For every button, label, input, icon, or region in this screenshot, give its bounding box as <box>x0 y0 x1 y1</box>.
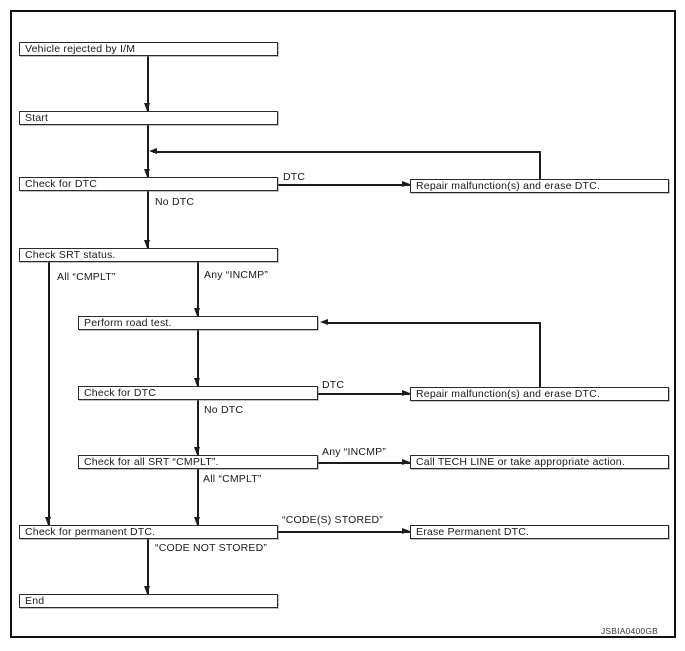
node-start: Start <box>19 111 278 125</box>
edge-repair-2-loop-horizontal <box>326 322 540 324</box>
node-label: Start <box>25 112 49 124</box>
node-label: Check for DTC <box>84 387 157 399</box>
edge-check-dtc-2-to-check-all-srt <box>197 400 199 455</box>
edge-check-srt-to-road-test <box>197 262 199 316</box>
edge-check-dtc-1-to-repair-1 <box>278 184 410 186</box>
node-vehicle-rejected: Vehicle rejected by I/M <box>19 42 278 56</box>
edge-check-dtc-1-to-check-srt <box>147 191 149 248</box>
edge-label-no-dtc-1: No DTC <box>155 196 195 208</box>
node-label: Repair malfunction(s) and erase DTC. <box>416 180 601 192</box>
node-label: Perform road test. <box>84 317 172 329</box>
node-check-all-srt: Check for all SRT “CMPLT”. <box>78 455 318 469</box>
arrowhead <box>402 459 410 465</box>
arrowhead <box>144 586 150 594</box>
arrowhead <box>144 240 150 248</box>
arrowhead <box>194 517 200 525</box>
node-label: Check for DTC <box>25 178 98 190</box>
edge-check-all-srt-to-check-permanent <box>197 469 199 525</box>
node-label: Vehicle rejected by I/M <box>25 43 136 55</box>
figure-code: JSBIA0400GB <box>600 626 658 636</box>
edge-label-code-not-stored: “CODE NOT STORED” <box>155 542 268 554</box>
arrowhead <box>194 308 200 316</box>
edge-label-any-incmp-mid: Any “INCMP” <box>204 269 269 281</box>
node-end: End <box>19 594 278 608</box>
node-check-srt: Check SRT status. <box>19 248 278 262</box>
node-call-tech-line: Call TECH LINE or take appropriate actio… <box>410 455 669 469</box>
node-label: End <box>25 595 45 607</box>
node-check-dtc-1: Check for DTC <box>19 177 278 191</box>
node-repair-1: Repair malfunction(s) and erase DTC. <box>410 179 669 193</box>
edge-start-to-check-dtc-1 <box>147 125 149 177</box>
arrowhead <box>144 169 150 177</box>
edge-label-all-cmplt-left: All “CMPLT” <box>57 271 116 283</box>
node-check-dtc-2: Check for DTC <box>78 386 318 400</box>
node-erase-permanent: Erase Permanent DTC. <box>410 525 669 539</box>
arrowhead <box>402 528 410 534</box>
edge-check-srt-to-check-permanent <box>48 262 50 525</box>
node-label: Check for all SRT “CMPLT”. <box>84 456 219 468</box>
diagram-border <box>10 10 676 638</box>
edge-check-permanent-to-end <box>147 539 149 594</box>
edge-road-test-to-check-dtc-2 <box>197 330 199 386</box>
edge-repair-1-loop-horizontal <box>153 151 540 153</box>
edge-check-all-srt-to-call-tech <box>318 462 410 464</box>
edge-label-dtc-2: DTC <box>322 379 345 391</box>
arrowhead <box>320 319 328 325</box>
node-label: Repair malfunction(s) and erase DTC. <box>416 388 601 400</box>
node-label: Call TECH LINE or take appropriate actio… <box>416 456 625 468</box>
edge-label-all-cmplt-mid: All “CMPLT” <box>203 473 262 485</box>
arrowhead <box>149 148 157 154</box>
edge-check-permanent-to-erase <box>278 531 410 533</box>
arrowhead <box>194 447 200 455</box>
edge-label-dtc-1: DTC <box>283 171 306 183</box>
edge-repair-2-loop-vertical <box>539 322 541 388</box>
node-check-permanent: Check for permanent DTC. <box>19 525 278 539</box>
edge-label-codes-stored: “CODE(S) STORED” <box>282 514 384 526</box>
edge-check-dtc-2-to-repair-2 <box>318 393 410 395</box>
edge-repair-1-loop-vertical <box>539 151 541 180</box>
arrowhead <box>144 103 150 111</box>
arrowhead <box>402 181 410 187</box>
node-repair-2: Repair malfunction(s) and erase DTC. <box>410 387 669 401</box>
arrowhead <box>194 378 200 386</box>
node-label: Check for permanent DTC. <box>25 526 156 538</box>
node-road-test: Perform road test. <box>78 316 318 330</box>
node-label: Erase Permanent DTC. <box>416 526 530 538</box>
edge-label-no-dtc-2: No DTC <box>204 404 244 416</box>
edge-vehicle-to-start <box>147 56 149 111</box>
node-label: Check SRT status. <box>25 249 116 261</box>
arrowhead <box>45 517 51 525</box>
edge-label-any-incmp-right: Any “INCMP” <box>322 446 387 458</box>
arrowhead <box>402 390 410 396</box>
